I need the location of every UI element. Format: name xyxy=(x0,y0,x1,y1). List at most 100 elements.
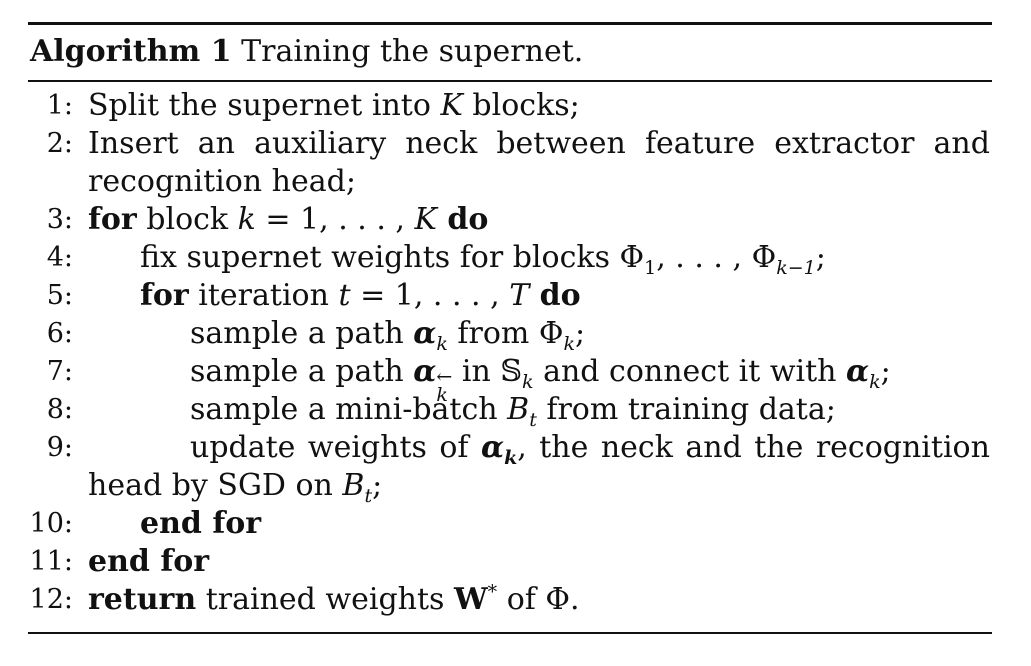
line-text: head by SGD on Bt; xyxy=(88,466,382,506)
line-text: Split the supernet into K blocks; xyxy=(88,86,580,126)
line-text: sample a mini-batch Bt from training dat… xyxy=(190,390,836,430)
line-text: for block k = 1, . . . , K do xyxy=(88,200,488,240)
math-alpha: α xyxy=(413,354,437,389)
math-symbol: Φ xyxy=(538,316,564,351)
algo-line-12: 12: return trained weights W* of Φ. xyxy=(0,580,1031,620)
text-segment: block xyxy=(136,202,238,237)
line-text: sample a path αk from Φk; xyxy=(190,314,585,354)
line-number: 4: xyxy=(46,242,73,273)
word: neck xyxy=(600,430,673,465)
superscript: * xyxy=(487,581,498,603)
text-segment: in xyxy=(452,354,501,389)
math-var: K xyxy=(414,202,437,237)
text-segment: from xyxy=(447,316,539,351)
top-rule xyxy=(28,22,992,25)
text-segment: ; xyxy=(372,468,383,503)
text-segment: head by SGD on xyxy=(88,468,343,503)
subscript: t xyxy=(364,485,373,507)
line-number: 6: xyxy=(46,318,73,349)
subscript: k xyxy=(563,333,576,355)
line-text: return trained weights W* of Φ. xyxy=(88,580,580,620)
line-text: recognition head; xyxy=(88,164,356,199)
text-segment: sample a mini-batch xyxy=(190,392,508,427)
subscript: k−1 xyxy=(776,257,816,279)
text-segment: sample a path xyxy=(190,354,414,389)
word: of xyxy=(439,430,469,465)
word: auxiliary xyxy=(254,126,387,161)
line-number: 3: xyxy=(46,204,73,235)
algo-line-9-continued: head by SGD on Bt; xyxy=(0,466,1031,506)
line-number: 10: xyxy=(29,508,73,539)
math-var: t xyxy=(338,278,351,313)
math-alpha: α xyxy=(413,316,437,351)
word: an xyxy=(197,126,235,161)
algo-line-2: 2: Insert an auxiliary neck between feat… xyxy=(0,124,1031,164)
line-text: end for xyxy=(140,504,261,544)
text-segment: , . . . , xyxy=(656,240,752,275)
line-number: 11: xyxy=(29,546,73,577)
subscript: k xyxy=(436,333,448,355)
math-var: k xyxy=(237,202,256,237)
subscript: k xyxy=(504,447,518,469)
line-text: update weights of αk, the neck and the r… xyxy=(190,428,990,468)
line-text: for iteration t = 1, . . . , T do xyxy=(140,276,581,316)
algo-line-11: 11: end for xyxy=(0,542,1031,582)
keyword-for: for xyxy=(88,202,137,237)
line-number: 9: xyxy=(46,432,73,463)
math-alpha: α xyxy=(846,354,870,389)
algorithm-label: Algorithm 1 xyxy=(30,34,232,69)
text-segment: Split the supernet into xyxy=(88,88,441,123)
math-bold-var: W xyxy=(453,582,488,617)
math-var: B xyxy=(507,392,530,427)
word: neck xyxy=(405,126,478,161)
algo-line-5: 5: for iteration t = 1, . . . , T do xyxy=(0,276,1031,316)
math-symbol: 𝕊 xyxy=(500,354,523,389)
word: the xyxy=(539,430,589,465)
line-number: 2: xyxy=(46,128,73,159)
line-text: end for xyxy=(88,542,209,582)
math-alpha: α xyxy=(480,430,505,465)
line-text: Insert an auxiliary neck between feature… xyxy=(88,124,990,164)
subscript: k xyxy=(522,371,534,393)
algo-line-3: 3: for block k = 1, . . . , K do xyxy=(0,200,1031,240)
text-segment: = 1, . . . , xyxy=(350,278,510,313)
keyword-do: do xyxy=(436,202,489,237)
word: between xyxy=(496,126,626,161)
algo-line-2-continued: recognition head; xyxy=(0,162,1031,202)
algo-line-10: 10: end for xyxy=(0,504,1031,544)
line-text: sample a path α←k in 𝕊k and connect it w… xyxy=(190,354,891,406)
line-number: 7: xyxy=(46,356,73,387)
word: Insert xyxy=(88,126,179,161)
algorithm-caption: Algorithm 1 Training the supernet. xyxy=(30,34,583,70)
caption-rule xyxy=(28,80,992,82)
word: αk, xyxy=(480,430,527,469)
text-segment: = 1, . . . , xyxy=(255,202,415,237)
algo-line-1: 1: Split the supernet into K blocks; xyxy=(0,86,1031,126)
math-symbol: Φ xyxy=(751,240,777,275)
word: extractor xyxy=(774,126,915,161)
text-segment: sample a path xyxy=(190,316,414,351)
subscript: 1 xyxy=(644,257,657,279)
keyword-do: do xyxy=(529,278,581,313)
algo-line-7: 7: sample a path α←k in 𝕊k and connect i… xyxy=(0,352,1031,406)
text-segment: fix supernet weights for blocks xyxy=(140,240,620,275)
keyword-for: for xyxy=(140,278,189,313)
subscript: t xyxy=(529,409,537,431)
word: the xyxy=(754,430,804,465)
keyword-end-for: end for xyxy=(140,506,262,541)
text-segment: from training data; xyxy=(536,392,836,427)
text-segment: of xyxy=(497,582,546,617)
line-number: 1: xyxy=(46,90,73,121)
keyword-end-for: end for xyxy=(88,544,210,579)
algo-line-8: 8: sample a mini-batch Bt from training … xyxy=(0,390,1031,430)
bottom-rule xyxy=(28,632,992,634)
algo-line-6: 6: sample a path αk from Φk; xyxy=(0,314,1031,354)
math-var: B xyxy=(342,468,365,503)
math-var: K xyxy=(440,88,463,123)
line-number: 8: xyxy=(46,394,73,425)
algo-line-4: 4: fix supernet weights for blocks Φ 1, .… xyxy=(0,238,1031,278)
word: and xyxy=(685,430,742,465)
algo-line-9: 9: update weights of αk, the neck and th… xyxy=(0,428,1031,468)
text-segment: blocks; xyxy=(462,88,580,123)
text-segment: . xyxy=(570,582,580,617)
